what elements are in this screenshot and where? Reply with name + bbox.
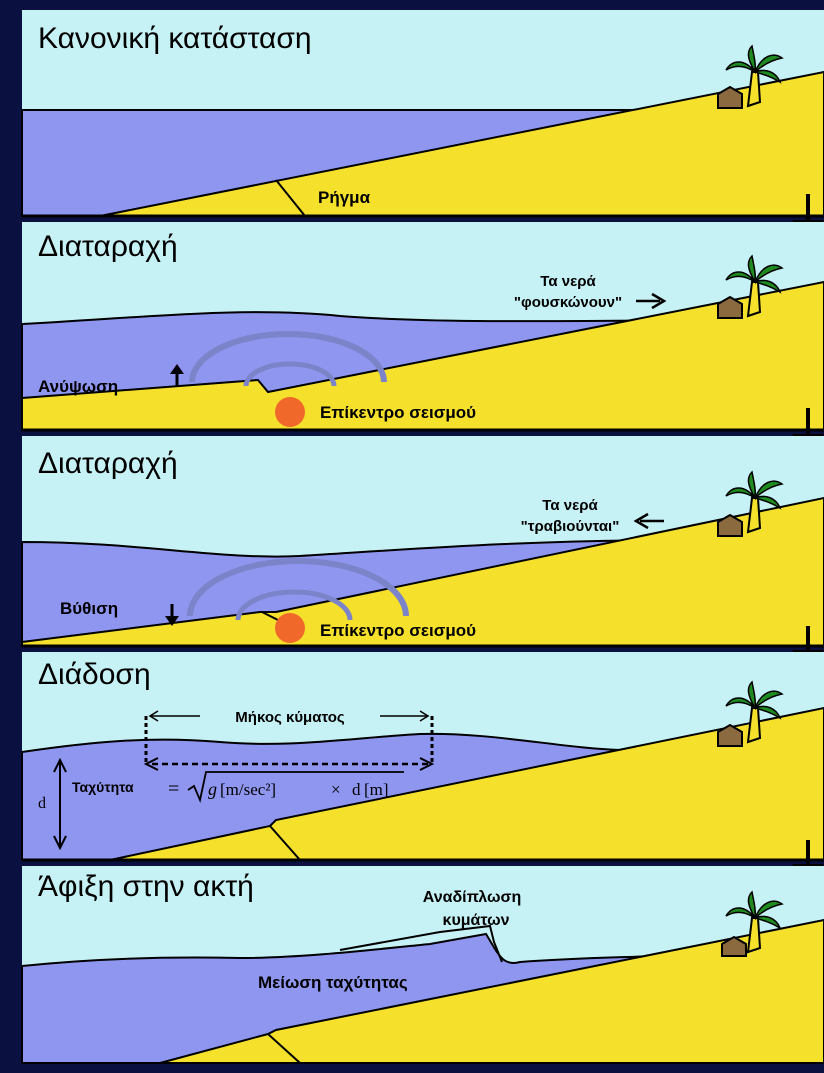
panel-normal-state: Κανονική κατάσταση Ρήγμα [22, 10, 824, 240]
speed-label: Ταχύτητα [72, 779, 134, 795]
panel-propagation: Διάδοση Μήκος κύματος d Ταχύτητα = g [m/… [22, 652, 824, 884]
water-label-line2: "φουσκώνουν" [514, 294, 622, 311]
epicenter-label: Επίκεντρο σεισμού [320, 621, 476, 640]
formula-g: g [208, 779, 217, 799]
panel-title: Διάδοση [38, 658, 151, 691]
slowdown-label: Μείωση ταχύτητας [258, 973, 408, 992]
panel-title: Διαταραχή [38, 447, 178, 480]
panel-title: Κανονική κατάσταση [38, 22, 312, 55]
formula-times: × [331, 780, 341, 799]
depth-label: d [38, 795, 46, 812]
panel-arrival-coast: Άφιξη στην ακτή Αναδίπλωση κυμάτων Μείωσ… [22, 866, 824, 1063]
panel-title: Διαταραχή [38, 230, 178, 263]
refold-label-line2: κυμάτων [443, 912, 510, 929]
formula-unit-depth: [m] [364, 780, 389, 799]
formula-d: d [352, 780, 361, 799]
water-label-line1: Τα νερά [542, 497, 598, 514]
formula-equals: = [168, 778, 179, 800]
uplift-label: Ανύψωση [38, 377, 118, 396]
water-label-line2: "τραβιούνται" [521, 518, 620, 535]
subsidence-label: Βύθιση [60, 599, 118, 618]
epicenter-marker [275, 613, 305, 643]
formula-unit-accel: [m/sec²] [220, 780, 276, 799]
refold-label-line1: Αναδίπλωση [423, 889, 521, 906]
water-label-line1: Τα νερά [540, 273, 596, 290]
wavelength-label: Μήκος κύματος [235, 709, 345, 726]
panel-title: Άφιξη στην ακτή [38, 870, 254, 903]
panel-disturbance-uplift: Διαταραχή Τα νερά "φουσκώνουν" Ανύψωση Ε… [22, 222, 824, 454]
fault-label: Ρήγμα [318, 188, 371, 207]
panel-disturbance-subsidence: Διαταραχή Τα νερά "τραβιούνται" Βύθιση Ε… [22, 436, 824, 670]
epicenter-marker [275, 397, 305, 427]
epicenter-label: Επίκεντρο σεισμού [320, 403, 476, 422]
